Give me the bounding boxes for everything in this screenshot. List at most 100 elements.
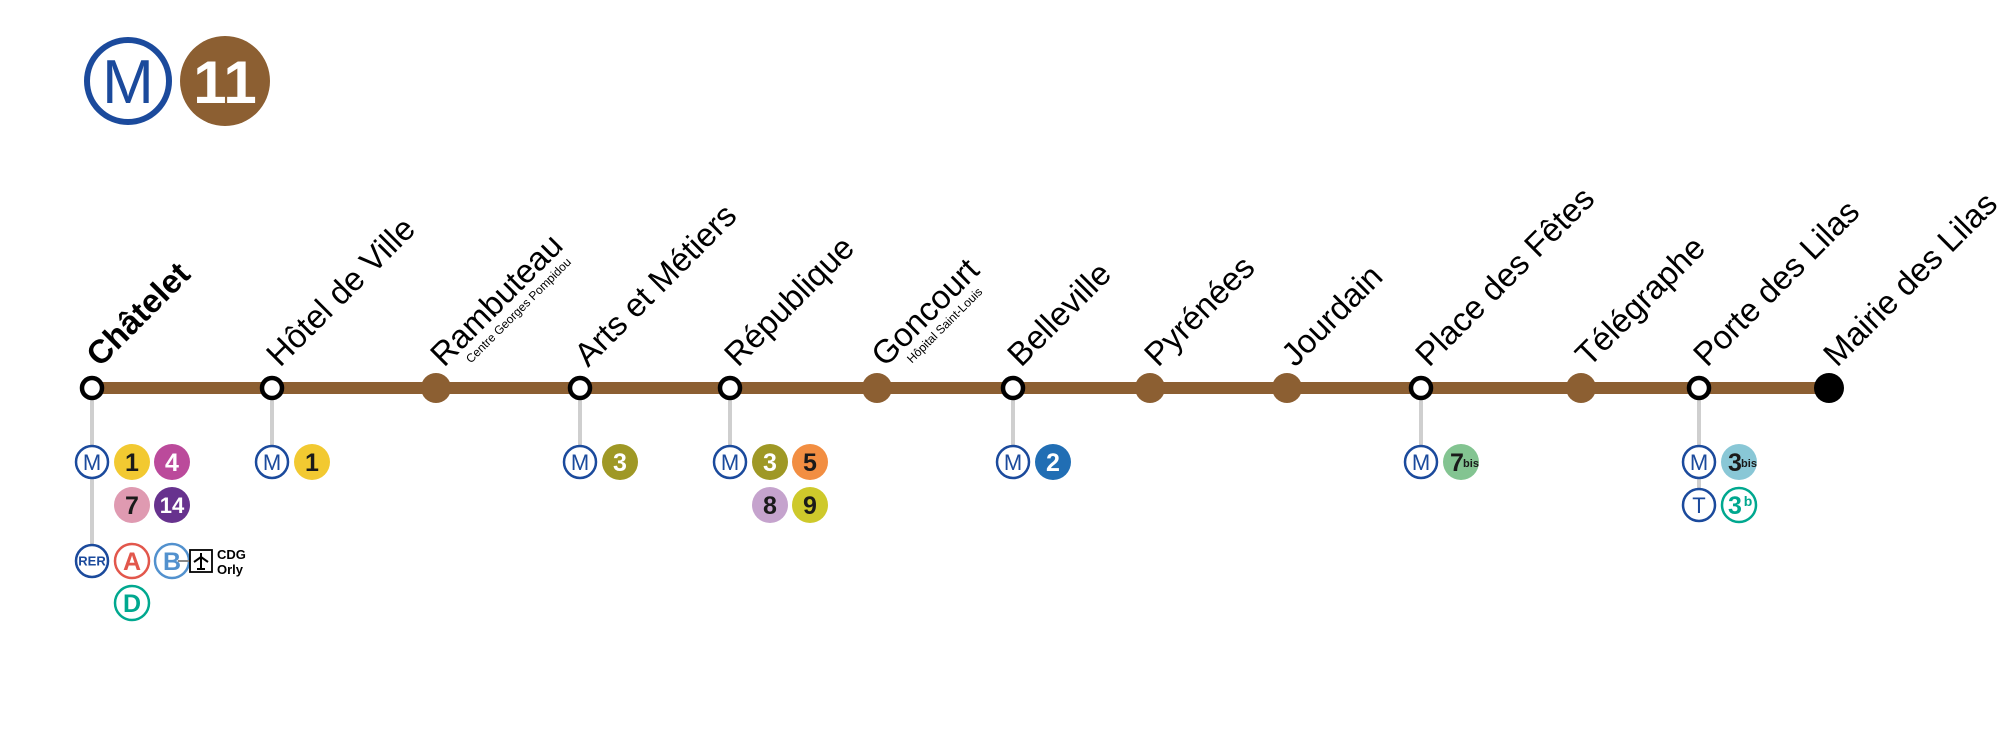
station-label-hotel-de-ville: Hôtel de Ville xyxy=(259,210,422,373)
svg-text:1: 1 xyxy=(305,449,319,477)
station-marker-pyrenees xyxy=(1135,373,1165,403)
svg-text:b: b xyxy=(1744,493,1753,509)
header-logo: M 11 xyxy=(84,36,270,126)
station-marker-rambuteau xyxy=(421,373,451,403)
svg-text:D: D xyxy=(123,590,141,618)
station-name: Châtelet xyxy=(79,255,197,373)
line-number: 11 xyxy=(193,49,256,116)
svg-text:M: M xyxy=(263,450,281,475)
station-name: Jourdain xyxy=(1274,257,1390,373)
metro-line-14-badge: 14 xyxy=(154,487,190,523)
airplane-icon xyxy=(189,549,213,573)
svg-text:bis: bis xyxy=(1741,458,1757,470)
station-label-belleville: Belleville xyxy=(1000,255,1118,373)
svg-text:7: 7 xyxy=(125,492,139,520)
metro-line-7-badge: 7 xyxy=(114,487,150,523)
rer-b-badge: B xyxy=(153,542,191,580)
metro-line-2-badge: 2 xyxy=(1035,444,1071,480)
mode-metro-icon: M xyxy=(712,444,748,480)
svg-text:bis: bis xyxy=(1463,458,1479,470)
metro-line-5-badge: 5 xyxy=(792,444,828,480)
rer-a-badge: A xyxy=(113,542,151,580)
metro-line-4-badge: 4 xyxy=(154,444,190,480)
station-marker-goncourt xyxy=(862,373,892,403)
mode-metro-icon: M xyxy=(1681,444,1717,480)
svg-text:9: 9 xyxy=(803,492,817,520)
svg-text:M: M xyxy=(1690,450,1708,475)
connector-lines xyxy=(90,400,1701,561)
station-marker-arts-et-metiers xyxy=(567,375,593,401)
station-label-chatelet: Châtelet xyxy=(79,255,197,373)
station-name: République xyxy=(717,229,861,373)
svg-text:M: M xyxy=(721,450,739,475)
station-marker-place-des-fetes xyxy=(1408,375,1434,401)
mode-metro-icon: M xyxy=(1403,444,1439,480)
svg-text:RER: RER xyxy=(78,554,106,569)
airport-label: CDG xyxy=(217,547,246,562)
station-label-pyrenees: Pyrénées xyxy=(1137,248,1262,373)
line-number-badge: 11 xyxy=(180,36,270,126)
svg-text:1: 1 xyxy=(125,449,139,477)
station-label-republique: République xyxy=(717,229,861,373)
svg-text:A: A xyxy=(123,548,141,576)
station-marker-republique xyxy=(717,375,743,401)
mode-rer-icon: RER xyxy=(74,543,110,579)
svg-text:B: B xyxy=(163,548,181,576)
station-marker-telegraphe xyxy=(1566,373,1596,403)
mode-metro-icon: M xyxy=(562,444,598,480)
metro-line-1-badge: 1 xyxy=(294,444,330,480)
station-marker-porte-des-lilas xyxy=(1686,375,1712,401)
station-marker-jourdain xyxy=(1272,373,1302,403)
metro-line-8-badge: 8 xyxy=(752,487,788,523)
svg-text:T: T xyxy=(1692,493,1705,518)
station-name: Belleville xyxy=(1000,255,1118,373)
metro-line-3-badge: 3 xyxy=(602,444,638,480)
mode-metro-icon: M xyxy=(74,444,110,480)
station-marker-hotel-de-ville xyxy=(259,375,285,401)
stations xyxy=(79,373,1844,403)
metro-line-1-badge: 1 xyxy=(114,444,150,480)
svg-text:M: M xyxy=(571,450,589,475)
svg-text:3: 3 xyxy=(1728,449,1742,477)
svg-text:7: 7 xyxy=(1450,449,1464,477)
metro-logo-letter: M xyxy=(102,48,154,117)
svg-text:5: 5 xyxy=(803,449,817,477)
station-marker-mairie-des-lilas xyxy=(1814,373,1844,403)
station-name: Hôtel de Ville xyxy=(259,210,422,373)
metro-logo: M xyxy=(84,37,172,125)
station-label-jourdain: Jourdain xyxy=(1274,257,1390,373)
station-marker-belleville xyxy=(1000,375,1026,401)
svg-text:M: M xyxy=(1004,450,1022,475)
airport-label: Orly xyxy=(217,562,244,577)
mode-metro-icon: M xyxy=(254,444,290,480)
svg-text:M: M xyxy=(1412,450,1430,475)
svg-text:3: 3 xyxy=(613,449,627,477)
svg-text:3: 3 xyxy=(763,449,777,477)
station-marker-chatelet xyxy=(79,375,105,401)
metro-line-9-badge: 9 xyxy=(792,487,828,523)
station-name: Rambuteau xyxy=(423,226,570,373)
svg-text:14: 14 xyxy=(160,493,185,518)
svg-text:3: 3 xyxy=(1728,492,1742,520)
rer-d-badge: D xyxy=(113,584,151,622)
mode-t-icon: T xyxy=(1681,487,1717,523)
station-name: Pyrénées xyxy=(1137,248,1262,373)
svg-text:M: M xyxy=(83,450,101,475)
mode-metro-icon: M xyxy=(995,444,1031,480)
